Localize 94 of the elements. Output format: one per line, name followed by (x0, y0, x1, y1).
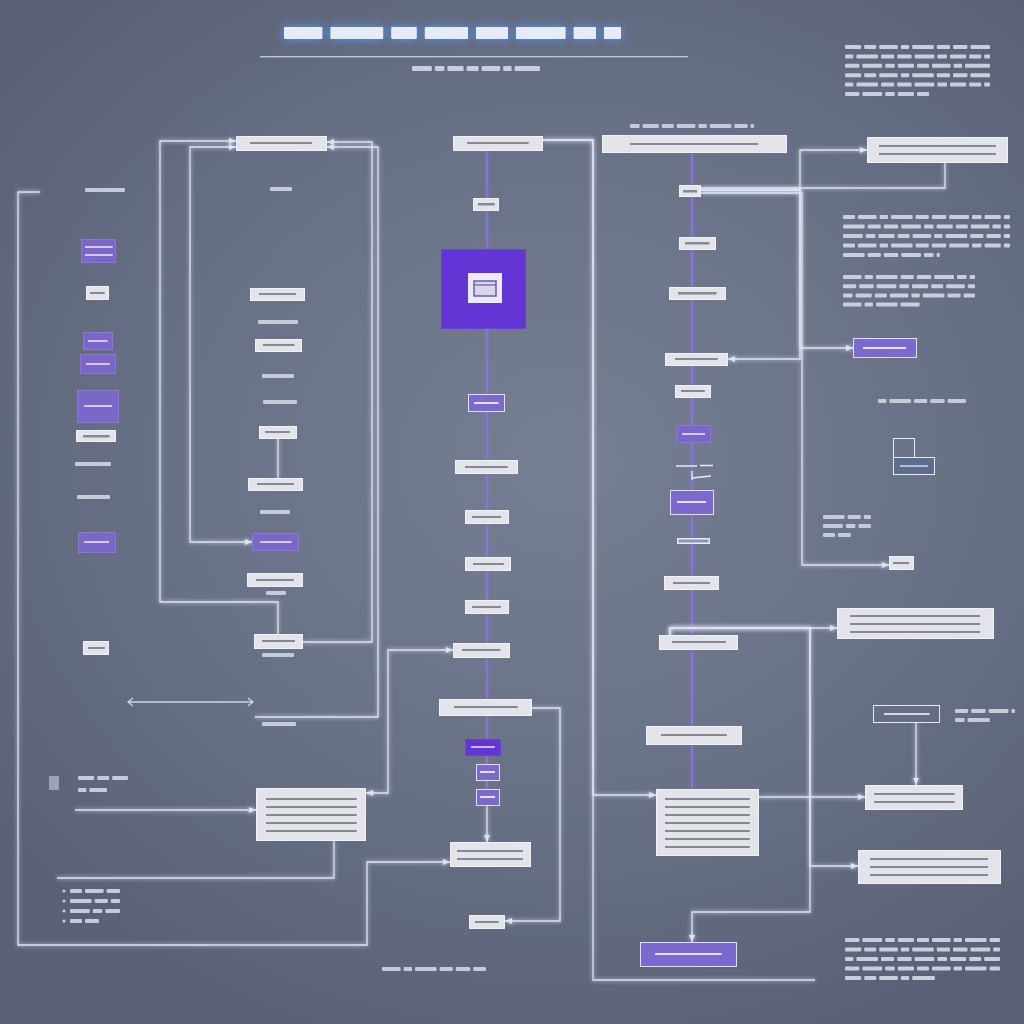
arrow (504, 707, 561, 924)
highlight-box (676, 425, 711, 443)
connector-line (277, 438, 279, 479)
arrow (758, 794, 866, 800)
connector-line (691, 744, 693, 790)
process-box (86, 286, 109, 300)
connector-line (691, 299, 693, 354)
process-box (858, 850, 1001, 884)
highlight-box (468, 394, 505, 412)
process-box (465, 557, 511, 571)
arrow (365, 647, 454, 796)
connector-line (691, 442, 693, 491)
connector-line (486, 755, 488, 765)
arrow (74, 807, 257, 813)
connector-line (486, 328, 488, 395)
process-box (465, 600, 509, 614)
highlight-box (80, 354, 116, 374)
connector-line (691, 249, 693, 288)
connector-line (691, 152, 693, 186)
process-box (254, 634, 303, 649)
connector-line (691, 649, 693, 727)
process-box (679, 237, 716, 250)
process-box (669, 287, 726, 300)
connector-line (56, 840, 335, 879)
connector-line (486, 473, 488, 511)
process-box (259, 426, 297, 439)
process-box (865, 785, 963, 810)
process-box (453, 643, 510, 658)
arrow (159, 138, 279, 635)
arrow (913, 722, 919, 786)
arrow (302, 139, 373, 643)
connector-line (486, 523, 488, 558)
process-box (602, 135, 787, 153)
process-box (837, 608, 994, 639)
process-box (465, 510, 509, 524)
arrow (17, 191, 451, 946)
process-box (250, 288, 305, 301)
highlight-box (670, 490, 714, 515)
process-box (665, 353, 728, 366)
feature-panel (441, 249, 526, 329)
process-box (439, 699, 532, 716)
feature-panel (465, 739, 501, 756)
connector-line (691, 514, 693, 577)
arrow (669, 627, 811, 943)
process-box (453, 136, 543, 151)
process-box (679, 185, 701, 197)
connector-line (691, 589, 693, 636)
connector-line (691, 397, 693, 426)
highlight-box (476, 789, 500, 806)
connector-line (691, 365, 693, 386)
process-box (473, 198, 499, 211)
arrow (484, 805, 490, 843)
process-box (889, 556, 914, 570)
process-box (248, 478, 303, 491)
process-box (664, 576, 719, 590)
connector-line (486, 210, 488, 250)
highlight-box (77, 390, 119, 423)
connector-line (486, 657, 488, 700)
connector-line (486, 715, 488, 740)
process-box (255, 339, 302, 352)
highlight-box (853, 338, 917, 358)
arrow (700, 189, 854, 351)
process-box (247, 573, 303, 587)
connector-line (691, 196, 693, 238)
process-box (656, 789, 759, 856)
process-box (256, 788, 366, 841)
process-box (659, 635, 738, 650)
process-box (469, 915, 505, 929)
highlight-box (640, 942, 737, 967)
outlined-box (893, 457, 935, 475)
highlight-box (476, 764, 500, 781)
process-box (83, 641, 109, 655)
outlined-box (873, 705, 940, 723)
process-box (455, 460, 518, 474)
highlight-box (81, 239, 116, 263)
highlight-box (252, 533, 299, 551)
connector-line (486, 411, 488, 461)
highlight-box (83, 332, 113, 350)
highlight-box (78, 532, 116, 553)
process-box (236, 136, 327, 151)
arrow (254, 144, 379, 718)
process-box (76, 430, 116, 442)
connector-line (486, 780, 488, 790)
arrow (189, 144, 253, 545)
process-box (646, 726, 742, 745)
process-box (867, 137, 1008, 163)
process-box (675, 385, 711, 398)
arrow (700, 192, 890, 568)
connector-line (486, 150, 488, 199)
connector-line (486, 613, 488, 644)
connector-line (486, 570, 488, 601)
connector-line (700, 162, 946, 189)
arrow (542, 139, 657, 798)
process-box (450, 842, 531, 867)
